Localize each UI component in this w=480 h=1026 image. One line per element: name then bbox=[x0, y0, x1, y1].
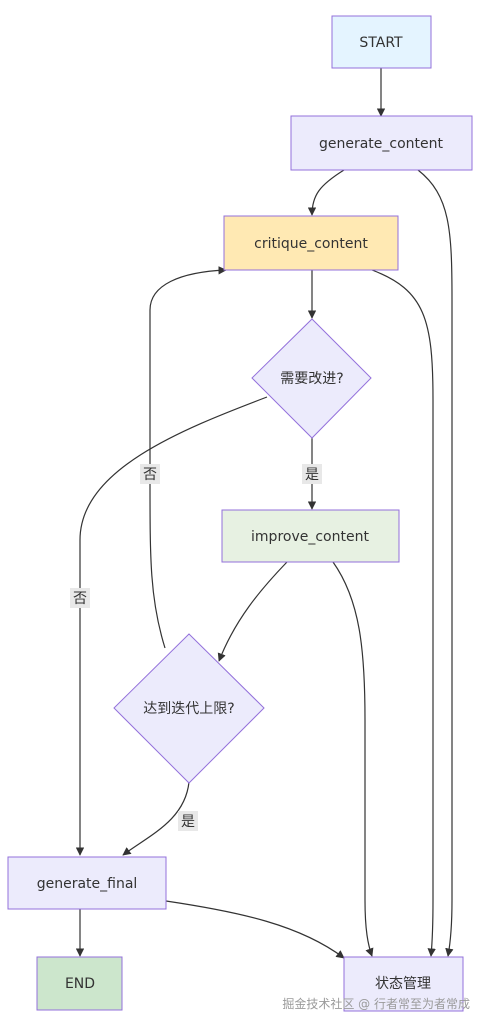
node-end[interactable]: END bbox=[36, 956, 123, 1011]
edge-label-max-iter-no: 否 bbox=[140, 464, 160, 484]
edge-generate-final-to-state-mgmt bbox=[165, 900, 345, 959]
node-max-iter-decision[interactable]: 达到迭代上限? bbox=[113, 633, 265, 784]
node-state-mgmt[interactable]: 状态管理 bbox=[343, 956, 464, 1012]
edges bbox=[75, 68, 454, 959]
edge-label-need-improve-no: 否 bbox=[70, 588, 90, 608]
edge-generate-content-to-state-mgmt bbox=[417, 169, 454, 957]
svg-text:是: 是 bbox=[305, 467, 319, 483]
nodes: START generate_content critique_content … bbox=[7, 15, 473, 1012]
node-generate-content[interactable]: generate_content bbox=[290, 115, 473, 171]
svg-text:是: 是 bbox=[181, 814, 195, 830]
svg-text:状态管理: 状态管理 bbox=[375, 976, 431, 992]
svg-text:否: 否 bbox=[73, 591, 87, 607]
node-start[interactable]: START bbox=[331, 15, 432, 69]
svg-text:达到迭代上限?: 达到迭代上限? bbox=[143, 701, 234, 717]
edge-label-need-improve-yes: 是 bbox=[302, 464, 322, 484]
svg-text:improve_content: improve_content bbox=[251, 529, 369, 545]
edge-critique-content-to-state-mgmt bbox=[371, 269, 436, 957]
edge-need-improve-to-generate-final bbox=[75, 396, 268, 856]
edge-improve-content-to-state-mgmt bbox=[332, 561, 374, 957]
node-generate-final[interactable]: generate_final bbox=[7, 856, 167, 910]
edge-label-max-iter-yes: 是 bbox=[178, 811, 198, 831]
svg-text:generate_final: generate_final bbox=[37, 876, 138, 892]
svg-text:generate_content: generate_content bbox=[319, 136, 444, 152]
edge-max-iter-to-generate-final bbox=[122, 781, 190, 856]
svg-text:否: 否 bbox=[143, 467, 157, 483]
svg-text:END: END bbox=[65, 976, 95, 992]
edge-generate-content-to-critique-content bbox=[307, 169, 345, 216]
edge-max-iter-to-critique-content bbox=[149, 266, 227, 649]
svg-text:START: START bbox=[359, 35, 403, 51]
node-need-improve-decision[interactable]: 需要改进? bbox=[251, 318, 372, 439]
svg-text:critique_content: critique_content bbox=[254, 236, 368, 252]
node-critique-content[interactable]: critique_content bbox=[223, 215, 399, 271]
edge-labels: 是 否 否 是 bbox=[70, 464, 322, 831]
edge-improve-content-to-max-iter bbox=[217, 561, 288, 662]
watermark: 掘金技术社区 @ 行者常至为者常成 bbox=[282, 996, 470, 1011]
svg-text:需要改进?: 需要改进? bbox=[280, 371, 343, 387]
node-improve-content[interactable]: improve_content bbox=[221, 509, 400, 563]
